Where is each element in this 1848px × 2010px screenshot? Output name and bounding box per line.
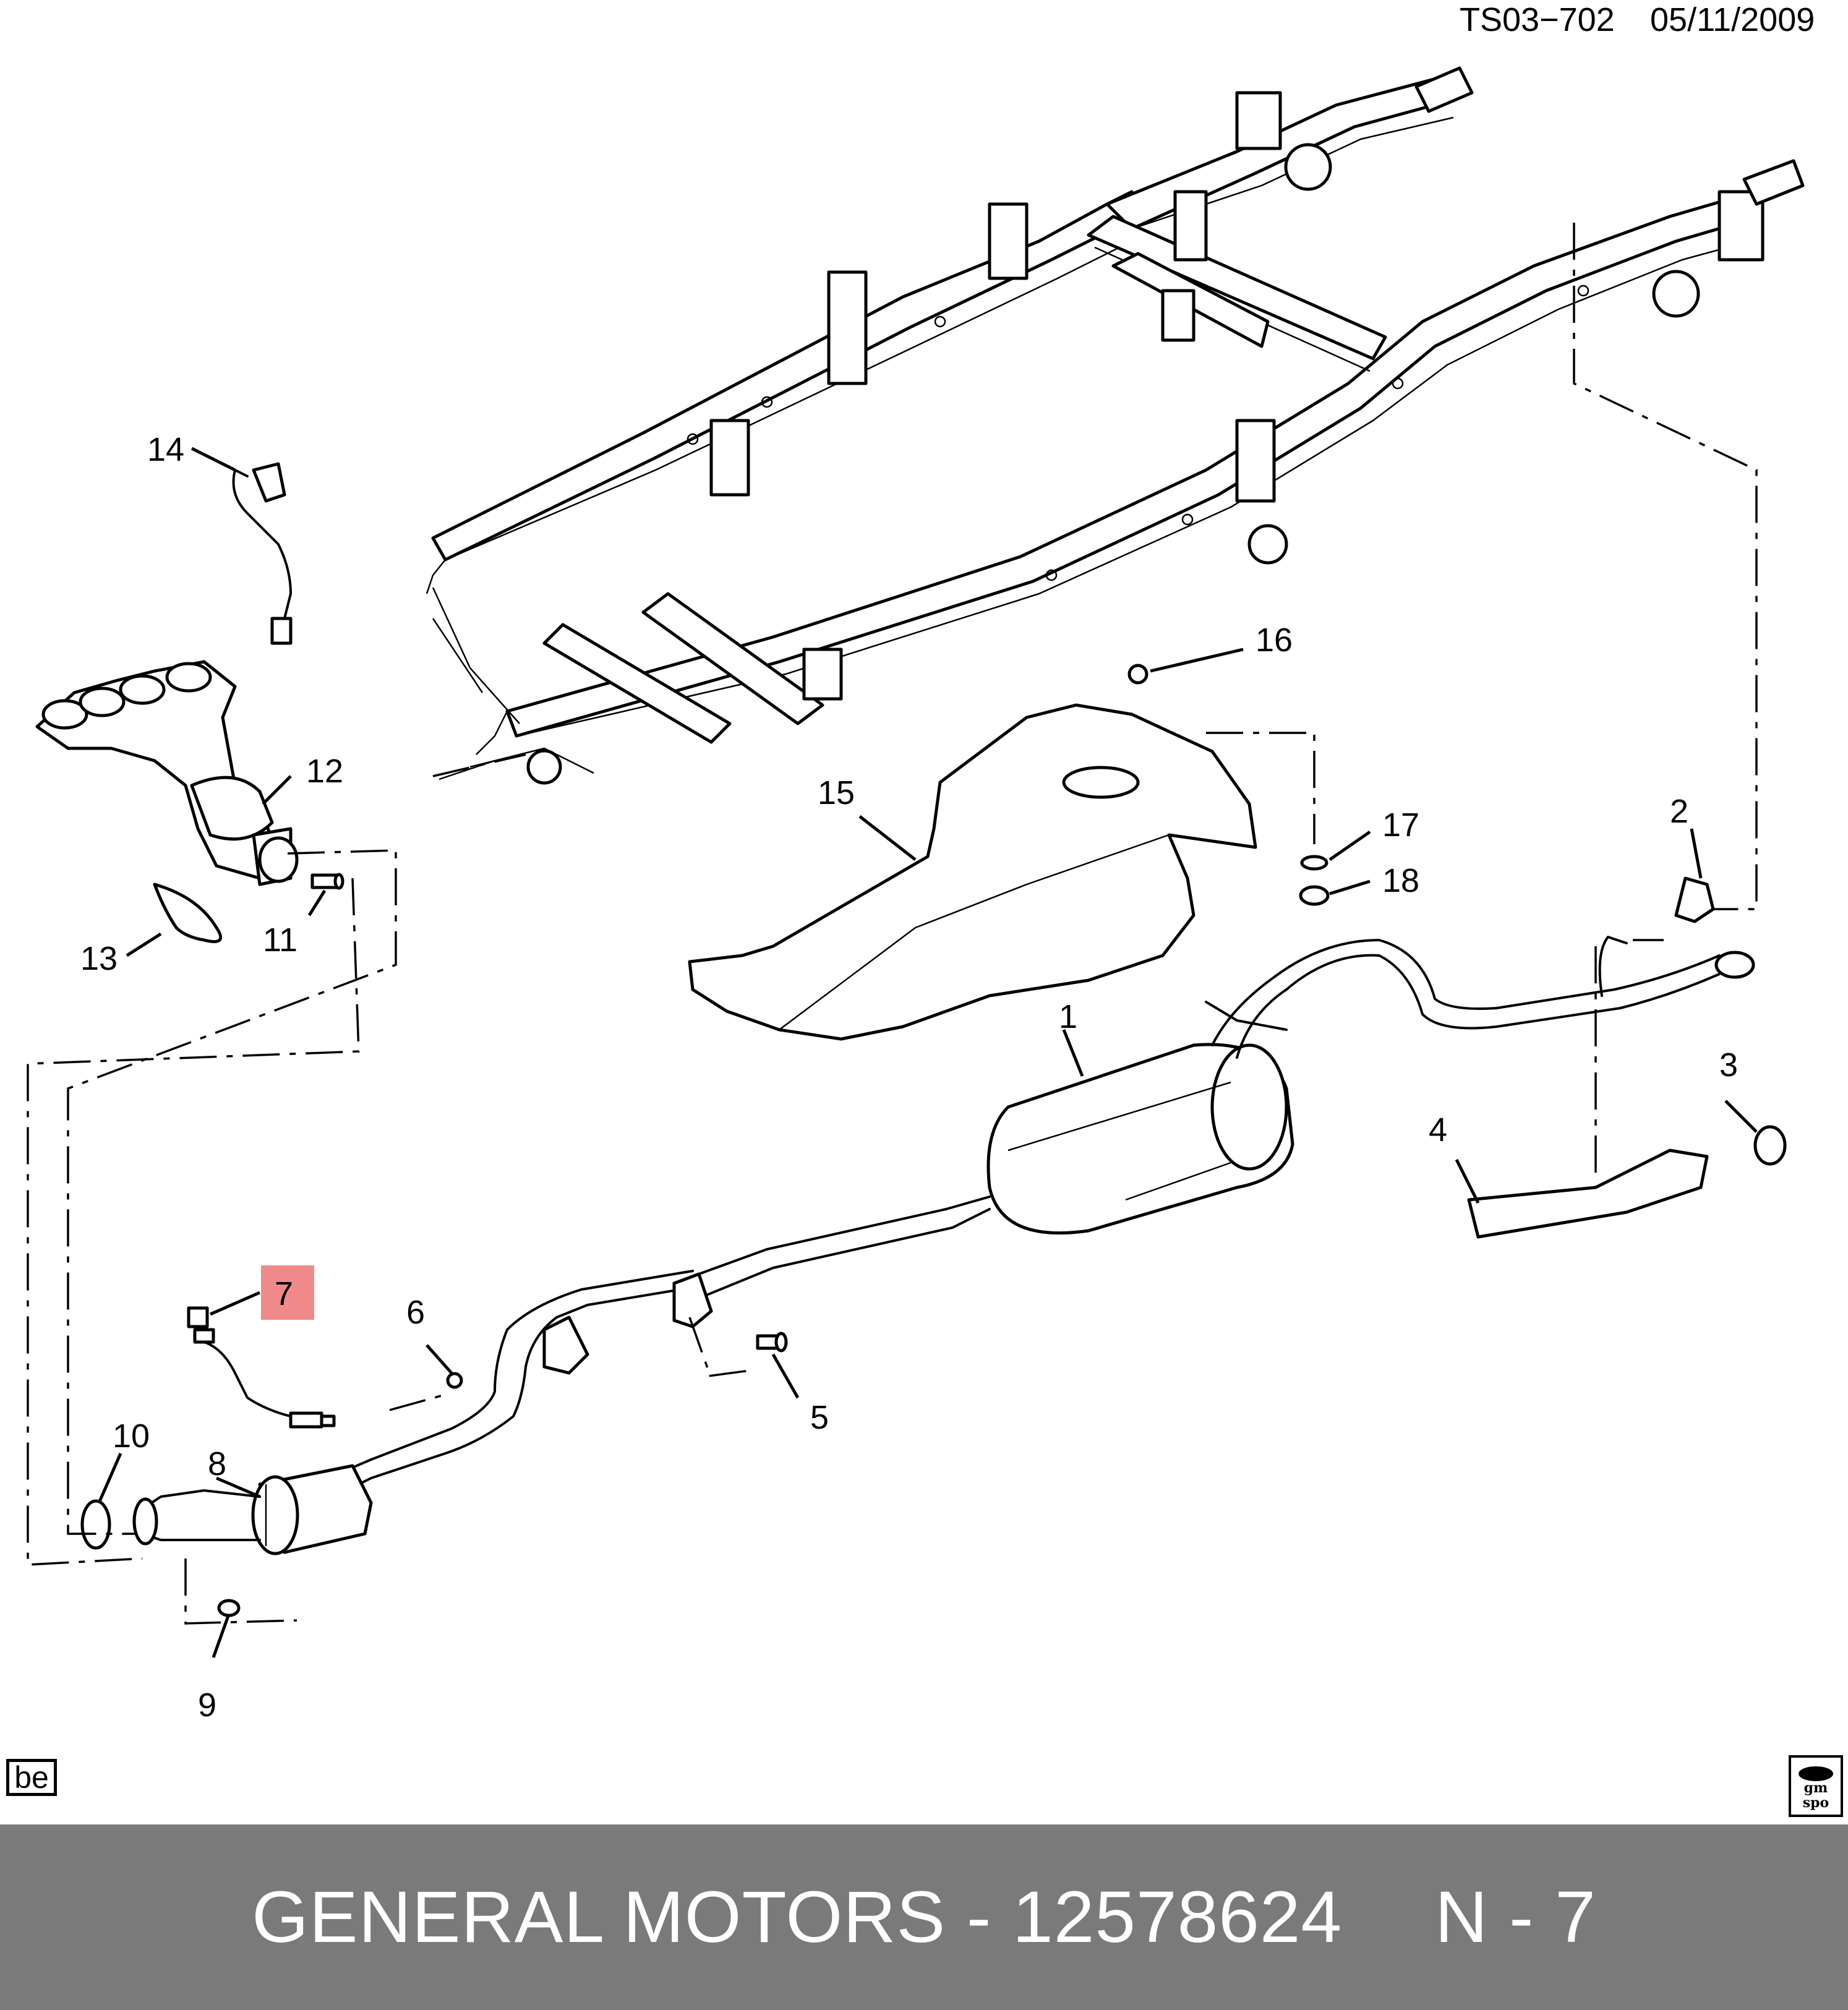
part-6-nut <box>446 1372 463 1389</box>
part-10-gasket <box>80 1499 111 1550</box>
spo-logo-text: spo <box>1802 1795 1829 1811</box>
phantom-lines <box>27 223 1758 1625</box>
front-pipe-assembly <box>132 1270 713 1555</box>
manifold-stud <box>310 873 344 890</box>
upstream-oxygen-sensor <box>232 462 293 645</box>
part-5-bolt <box>756 1332 788 1353</box>
callout-10: 10 <box>113 1418 150 1455</box>
footer-ref-number: 7 <box>1555 1876 1596 1958</box>
callout-7: 7 <box>275 1275 293 1312</box>
parts-diagram: TS03−702 05/11/2009 <box>27 1 1815 1724</box>
callout-5: 5 <box>810 1399 829 1436</box>
leader-lines <box>97 447 1758 1658</box>
part-4-tailpipe-extension <box>1467 1148 1709 1239</box>
footer-brand: GENERAL MOTORS <box>252 1876 946 1958</box>
diagram-date: 05/11/2009 <box>1650 1 1815 38</box>
be-logo: be <box>6 1759 57 1796</box>
gm-logo-text: gm <box>1803 1780 1828 1796</box>
footer-ref-letter: N <box>1435 1876 1489 1958</box>
callout-16: 16 <box>1256 622 1293 659</box>
callout-11: 11 <box>263 922 297 959</box>
footer-part-number: 12578624 <box>1012 1876 1343 1958</box>
highlight-box <box>261 1265 314 1320</box>
callout-13: 13 <box>80 940 118 977</box>
callout-4: 4 <box>1429 1111 1447 1148</box>
gm-spo-logo: gm spo <box>1789 1755 1843 1817</box>
be-logo-text: be <box>14 1760 49 1795</box>
part-16-grommet <box>1127 664 1149 685</box>
callout-2: 2 <box>1670 793 1688 830</box>
heat-shield <box>688 703 1257 1041</box>
part-9-nut <box>217 1599 241 1617</box>
part-17-washer <box>1300 855 1328 871</box>
downstream-oxygen-sensor <box>187 1306 336 1429</box>
callout-labels: 1 2 3 4 5 6 7 8 9 10 11 12 13 14 15 16 1… <box>80 431 1738 1724</box>
part-2-hanger <box>1674 876 1715 923</box>
callout-8: 8 <box>208 1445 226 1482</box>
exhaust-system-illustration: TS03−702 05/11/2009 <box>27 1 1815 1724</box>
callout-14: 14 <box>147 431 184 468</box>
callout-12: 12 <box>306 753 343 790</box>
footer-separator-1: - <box>967 1876 992 1958</box>
callout-17: 17 <box>1382 806 1419 844</box>
callout-18: 18 <box>1382 862 1419 899</box>
callout-6: 6 <box>406 1294 425 1331</box>
part-18-nut <box>1299 885 1330 906</box>
callout-3: 3 <box>1719 1046 1738 1084</box>
callout-9: 9 <box>198 1687 216 1724</box>
gm-oval-mark <box>1799 1766 1833 1781</box>
muffler-assembly <box>698 936 1755 1297</box>
vehicle-frame <box>426 66 1805 785</box>
part-3-gasket <box>1753 1125 1787 1166</box>
callout-15: 15 <box>818 774 855 811</box>
exhaust-manifold <box>35 660 299 886</box>
footer-banner: GENERAL MOTORS - 12578624 N - 7 <box>0 1824 1848 2010</box>
diagram-code: TS03−702 <box>1460 1 1615 38</box>
callout-1: 1 <box>1059 998 1077 1035</box>
footer-separator-2: - <box>1509 1876 1534 1958</box>
manifold-shield <box>153 883 223 943</box>
